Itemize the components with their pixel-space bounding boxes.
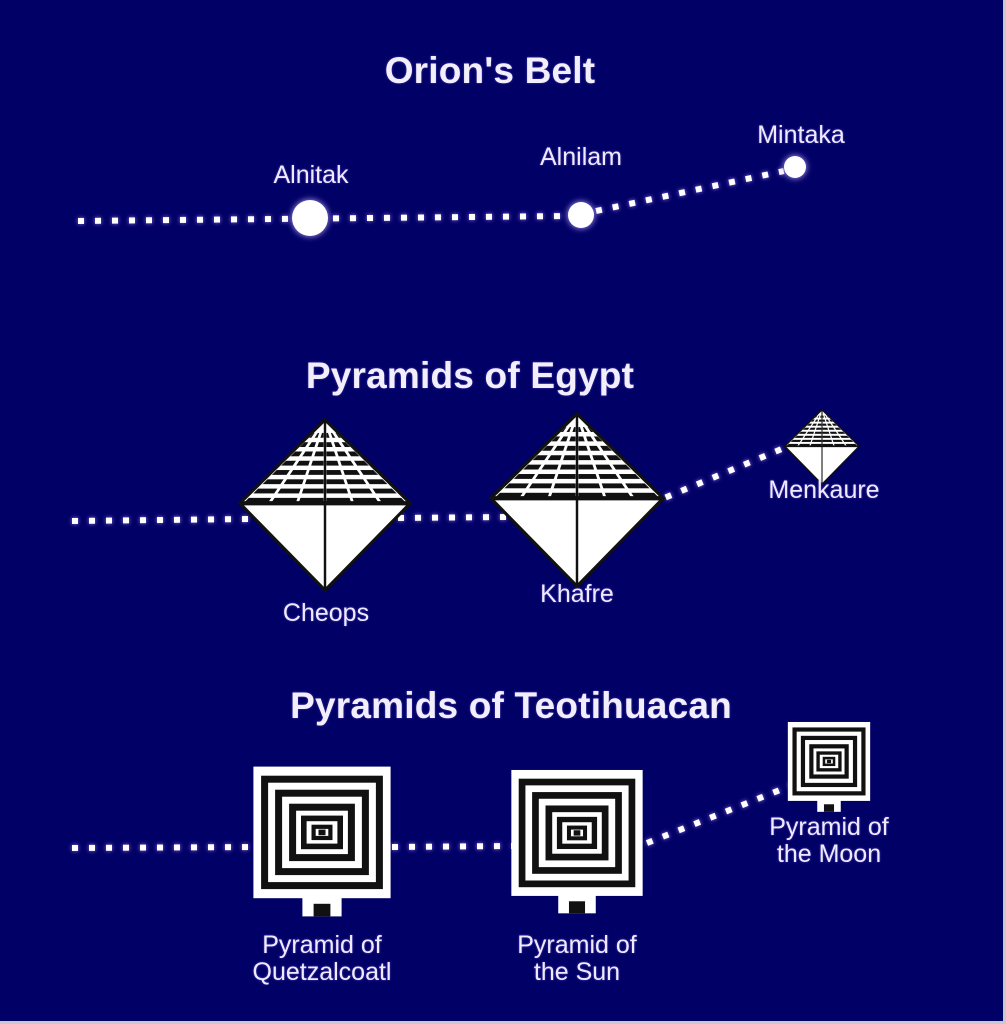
label-pyramid-of-the-sun: Pyramid of the Sun	[517, 931, 637, 986]
label-menkaure: Menkaure	[768, 476, 880, 504]
label-alnilam: Alnilam	[540, 143, 622, 171]
alignment-dotted-line-orion-1	[595, 168, 785, 214]
section-title-egypt: Pyramids of Egypt	[305, 355, 635, 396]
star-alnitak	[292, 200, 328, 236]
pyramid-menkaure	[783, 408, 861, 486]
pyramid-cheops	[237, 416, 413, 593]
label-cheops: Cheops	[282, 599, 370, 627]
star-alnilam	[568, 202, 594, 228]
alignment-dotted-line-teotihuacan-0	[71, 844, 256, 851]
label-mintaka: Mintaka	[757, 121, 845, 149]
pyramid-pyramid-of-the-moon	[787, 721, 871, 817]
label-pyramid-of-the-moon: Pyramid of the Moon	[769, 813, 889, 868]
label-khafre: Khafre	[540, 580, 614, 608]
pyramid-pyramid-of-the-sun	[510, 769, 644, 922]
star-mintaka	[784, 156, 806, 178]
pyramid-pyramid-of-quetzalcoatl	[252, 765, 392, 925]
alignment-dotted-line-egypt-0	[71, 516, 249, 524]
section-title-teotihuacan: Pyramids of Teotihuacan	[290, 685, 732, 726]
alignment-dotted-line-teotihuacan-1	[391, 843, 513, 850]
pyramid-khafre	[488, 410, 666, 590]
label-alnitak: Alnitak	[273, 161, 349, 189]
label-pyramid-of-quetzalcoatl: Pyramid of Quetzalcoatl	[252, 931, 392, 986]
section-title-orion: Orion's Belt	[384, 50, 596, 91]
